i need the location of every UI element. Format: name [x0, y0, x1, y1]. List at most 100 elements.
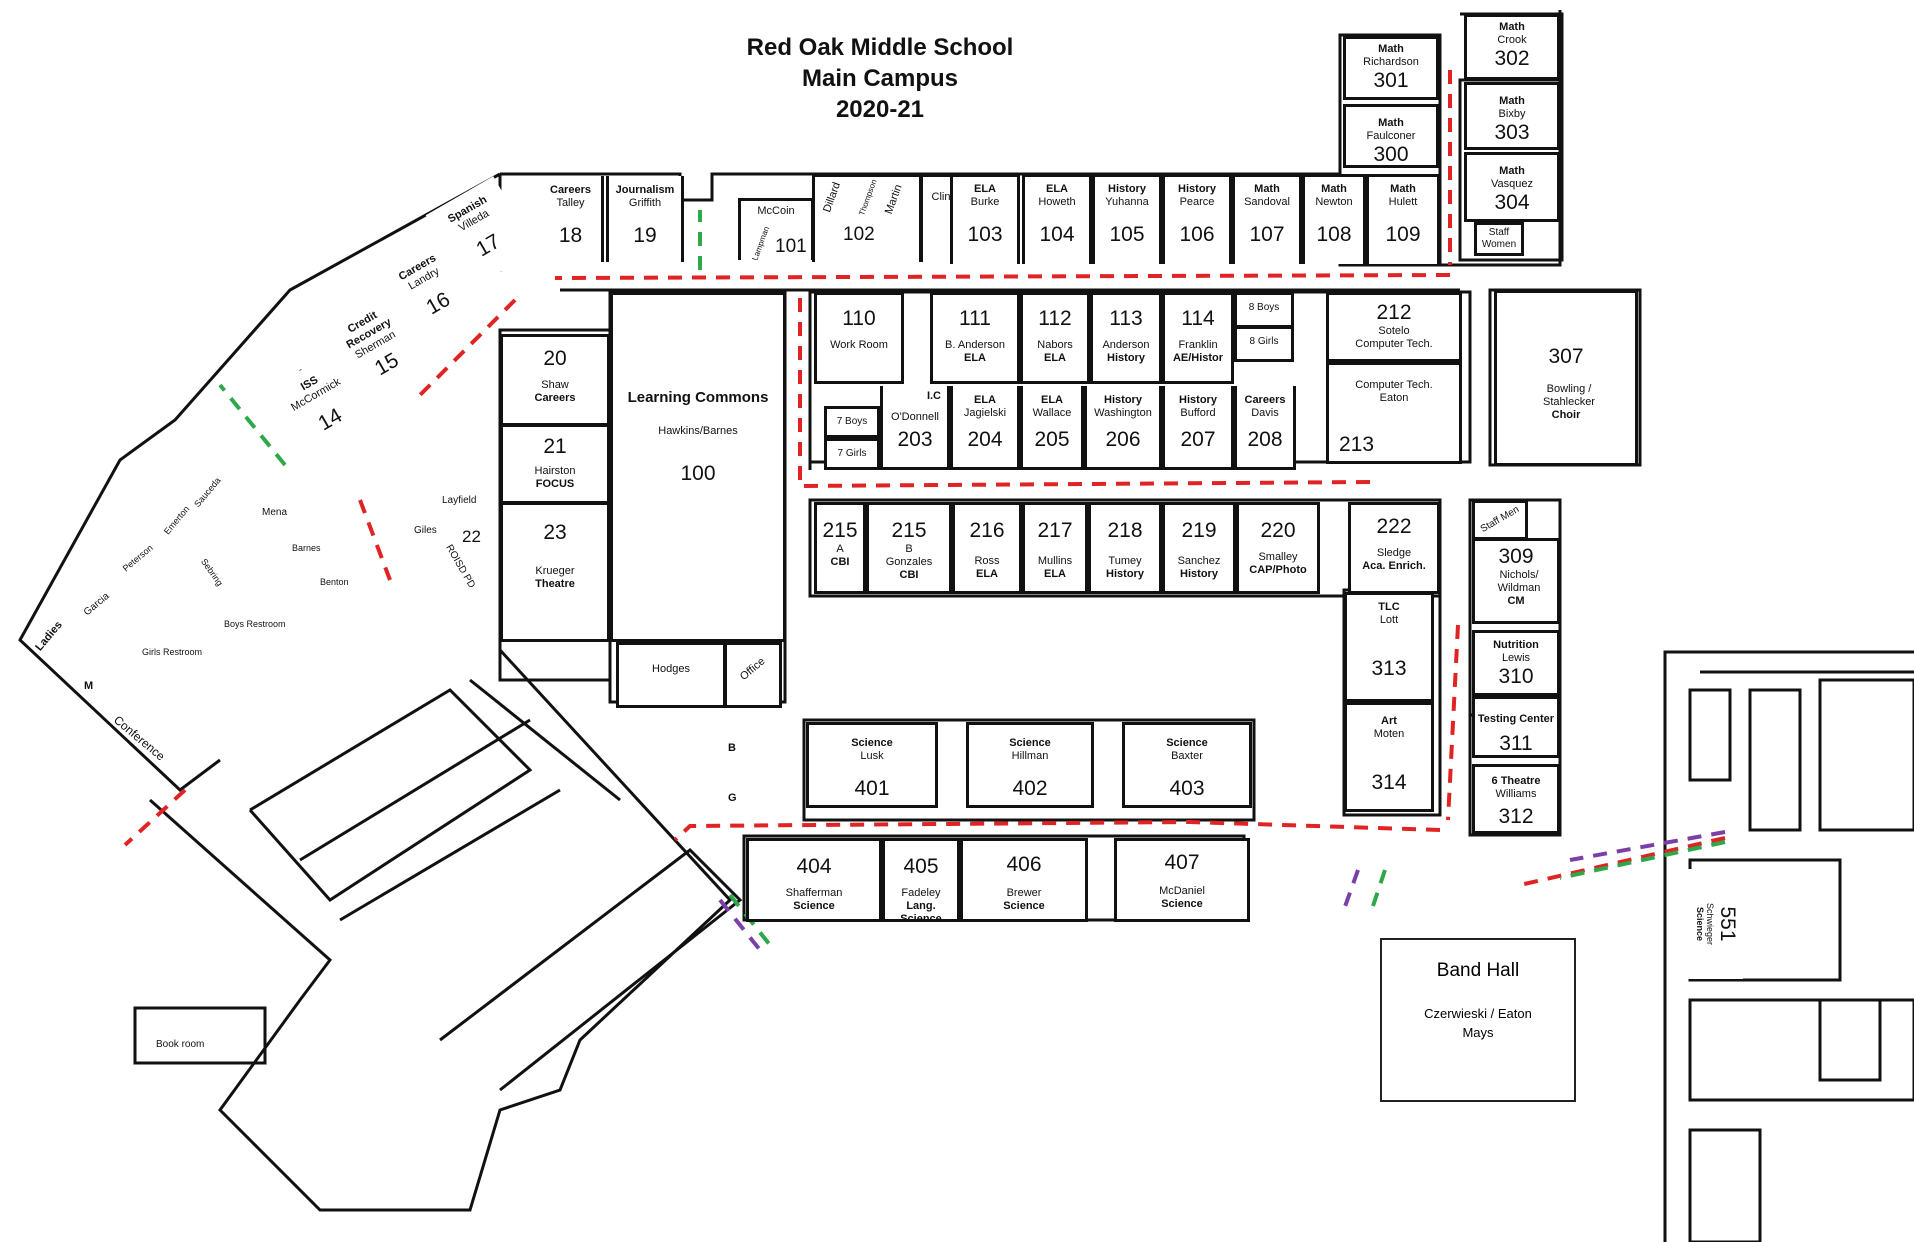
room-111-teacher: B. Anderson [945, 339, 1005, 351]
room-314[interactable]: Art Moten 314 [1344, 702, 1434, 812]
room-100-learning-commons[interactable]: Learning Commons Hawkins/Barnes 100 [610, 292, 786, 642]
boys-restroom-8[interactable]: 8 Boys [1234, 292, 1294, 328]
room-220[interactable]: 220 Smalley CAP/Photo [1236, 502, 1320, 594]
room-551[interactable]: 551 Schwieger Science [1687, 869, 1743, 979]
room-301[interactable]: Math Richardson 301 [1343, 36, 1439, 100]
room-301-teacher: Richardson [1363, 56, 1419, 68]
room-104[interactable]: ELA Howeth 104 [1022, 174, 1092, 264]
room-406-subject: Science [1003, 900, 1045, 912]
room-114[interactable]: 114 Franklin AE/Histor [1162, 292, 1234, 384]
room-407-teacher: McDaniel [1159, 885, 1205, 897]
room-18-teacher: Talley [556, 197, 585, 209]
room-304[interactable]: Math Vasquez 304 [1464, 152, 1560, 222]
red-route-annex [1519, 836, 1726, 887]
room-206[interactable]: History Washington 206 [1084, 386, 1162, 470]
room-404[interactable]: 404 Shafferman Science [746, 838, 882, 922]
room-113-number: 113 [1109, 307, 1143, 330]
band-hall-teachers-2: Mays [1462, 1025, 1494, 1040]
girls-restroom-7[interactable]: 7 Girls [824, 438, 880, 470]
girls-restroom-8[interactable]: 8 Girls [1234, 326, 1294, 362]
room-103-teacher: Burke [970, 196, 1000, 208]
room-313-number: 313 [1371, 657, 1407, 680]
room-405[interactable]: 405 Fadeley Lang. Science [882, 838, 960, 922]
room-111[interactable]: 111 B. Anderson ELA [930, 292, 1020, 384]
room-105[interactable]: History Yuhanna 105 [1092, 174, 1162, 264]
room-102[interactable]: Dillard Thompson Martin 102 [812, 174, 922, 262]
room-102-teacher-1: Dillard [821, 180, 844, 215]
room-309[interactable]: 309 Nichols/ Wildman CM [1472, 538, 1560, 624]
room-403[interactable]: Science Baxter 403 [1122, 722, 1252, 808]
room-203[interactable]: I.C O'Donnell 203 [880, 386, 950, 470]
room-20[interactable]: 20 Shaw Careers [500, 334, 610, 426]
room-303[interactable]: Math Bixby 303 [1464, 82, 1560, 150]
room-212-teacher: Sotelo [1378, 325, 1410, 337]
room-216[interactable]: 216 Ross ELA [952, 502, 1022, 594]
room-215a[interactable]: 215 A CBI [814, 502, 866, 594]
room-401[interactable]: Science Lusk 401 [806, 722, 938, 808]
room-300[interactable]: Math Faulconer 300 [1343, 104, 1439, 168]
main-office[interactable]: Office [724, 642, 782, 708]
band-hall[interactable]: Band Hall Czerwieski / Eaton Mays [1380, 938, 1576, 1102]
red-route-left-down [358, 499, 392, 581]
room-222[interactable]: 222 Sledge Aca. Enrich. [1348, 502, 1440, 594]
room-312-subject: 6 Theatre [1491, 775, 1541, 787]
room-112[interactable]: 112 Nabors ELA [1020, 292, 1090, 384]
room-101[interactable]: McCoin Lampman 101 [738, 198, 814, 260]
room-207-subject: History [1179, 394, 1217, 406]
red-route-science-corridor [673, 819, 1441, 842]
room-212[interactable]: 212 Sotelo Computer Tech. [1326, 292, 1462, 362]
room-551-subject: Science [1695, 906, 1705, 942]
label-layfield: Layfield [442, 495, 477, 506]
girls-8-label: 8 Girls [1249, 336, 1279, 347]
room-213[interactable]: Computer Tech. Eaton 213 [1326, 362, 1462, 464]
room-402-teacher: Hillman [1011, 750, 1049, 762]
room-217[interactable]: 217 Mullins ELA [1022, 502, 1088, 594]
red-route-top-corridor [554, 273, 1451, 280]
room-204-subject: ELA [974, 394, 996, 406]
room-302[interactable]: Math Crook 302 [1464, 14, 1560, 80]
room-107-subject: Math [1254, 183, 1280, 195]
room-113[interactable]: 113 Anderson History [1090, 292, 1162, 384]
room-401-subject: Science [851, 737, 893, 749]
room-312[interactable]: 6 Theatre Williams 312 [1472, 764, 1560, 834]
room-208[interactable]: Careers Davis 208 [1234, 386, 1296, 470]
room-107[interactable]: Math Sandoval 107 [1232, 174, 1302, 264]
room-217-subject: ELA [1044, 568, 1066, 580]
room-205[interactable]: ELA Wallace 205 [1020, 386, 1084, 470]
room-215b[interactable]: 215 B Gonzales CBI [866, 502, 952, 594]
staff-women-restroom[interactable]: Staff Women [1474, 222, 1524, 256]
label-boys-restroom: Boys Restroom [224, 619, 286, 629]
room-219[interactable]: 219 Sanchez History [1162, 502, 1236, 594]
room-407[interactable]: 407 McDaniel Science [1114, 838, 1250, 922]
room-109[interactable]: Math Hulett 109 [1366, 174, 1440, 264]
room-402[interactable]: Science Hillman 402 [966, 722, 1094, 808]
room-310[interactable]: Nutrition Lewis 310 [1472, 630, 1560, 696]
room-301-number: 301 [1373, 69, 1409, 92]
room-311[interactable]: Testing Center 311 [1472, 696, 1560, 758]
room-110[interactable]: 110 Work Room [814, 292, 904, 384]
room-23[interactable]: 23 Krueger Theatre [500, 502, 610, 642]
room-106[interactable]: History Pearce 106 [1162, 174, 1232, 264]
room-21[interactable]: 21 Hairston FOCUS [500, 424, 610, 504]
room-105-teacher: Yuhanna [1105, 196, 1149, 208]
room-218[interactable]: 218 Tumey History [1088, 502, 1162, 594]
room-108-teacher: Newton [1315, 196, 1353, 208]
room-19[interactable]: Journalism Griffith 19 [606, 176, 684, 262]
boys-restroom-7[interactable]: 7 Boys [824, 406, 880, 438]
room-213-number: 213 [1339, 433, 1375, 456]
room-207[interactable]: History Bufford 207 [1162, 386, 1234, 470]
room-218-teacher: Tumey [1108, 555, 1142, 567]
room-216-number: 216 [969, 519, 1005, 542]
label-giles: Giles [414, 525, 437, 536]
room-313[interactable]: TLC Lott 313 [1344, 592, 1434, 702]
room-108[interactable]: Math Newton 108 [1302, 174, 1366, 264]
room-114-teacher: Franklin [1178, 339, 1218, 351]
staff-men-restroom[interactable]: Staff Men [1472, 500, 1528, 540]
room-204[interactable]: ELA Jagielski 204 [950, 386, 1020, 470]
room-103[interactable]: ELA Burke 103 [950, 174, 1020, 264]
room-307[interactable]: 307 Bowling / Stahlecker Choir [1494, 290, 1638, 466]
hodges-office[interactable]: Hodges [616, 642, 726, 708]
room-18[interactable]: Careers Talley 18 [540, 176, 604, 262]
room-222-subject: Aca. Enrich. [1362, 560, 1426, 572]
room-406[interactable]: 406 Brewer Science [960, 838, 1088, 922]
